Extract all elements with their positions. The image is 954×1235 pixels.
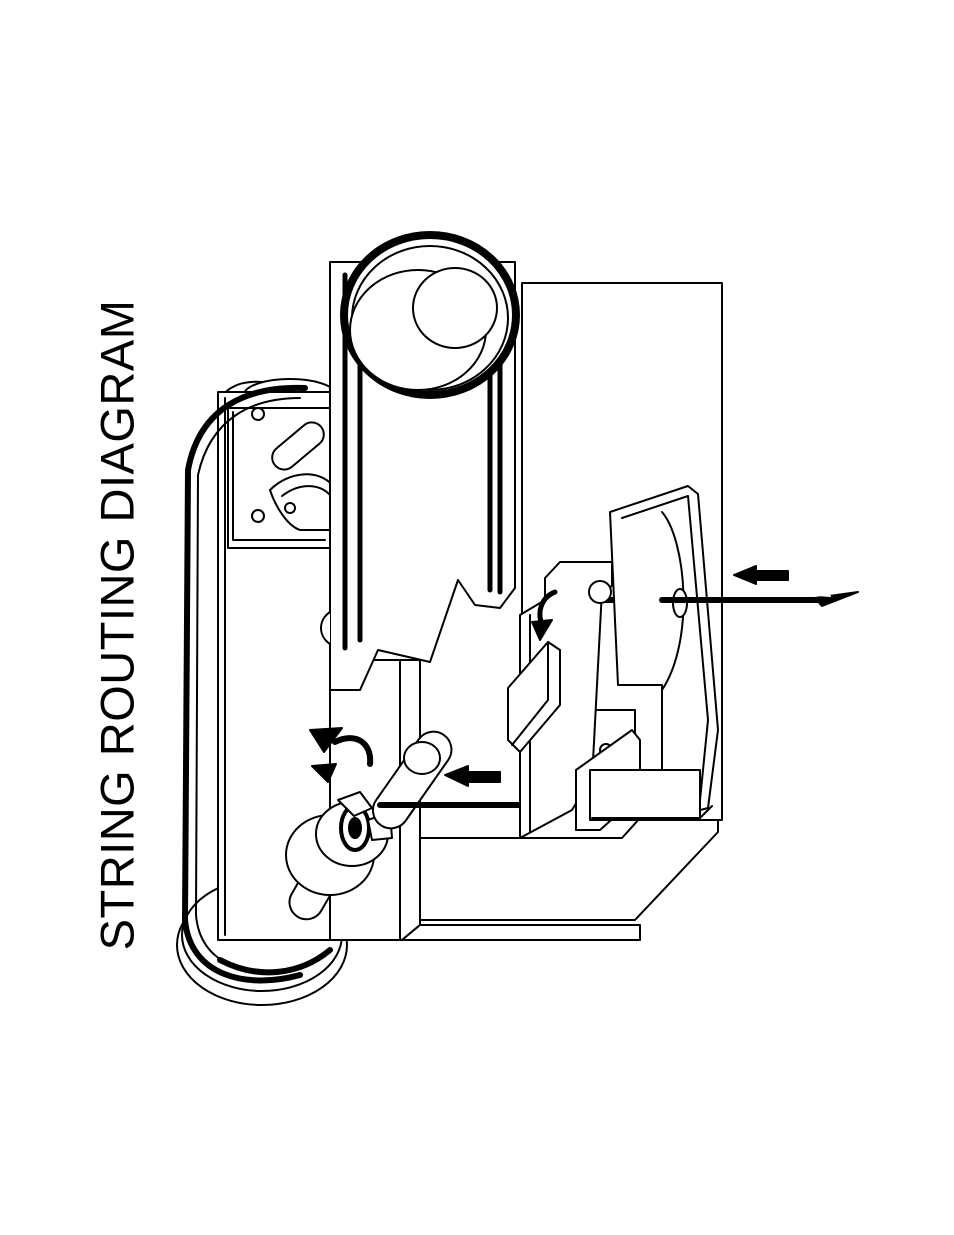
motor-mount-bracket xyxy=(228,408,332,548)
string-direction-arrow xyxy=(445,766,500,786)
upper-drive-pulley xyxy=(344,235,516,395)
